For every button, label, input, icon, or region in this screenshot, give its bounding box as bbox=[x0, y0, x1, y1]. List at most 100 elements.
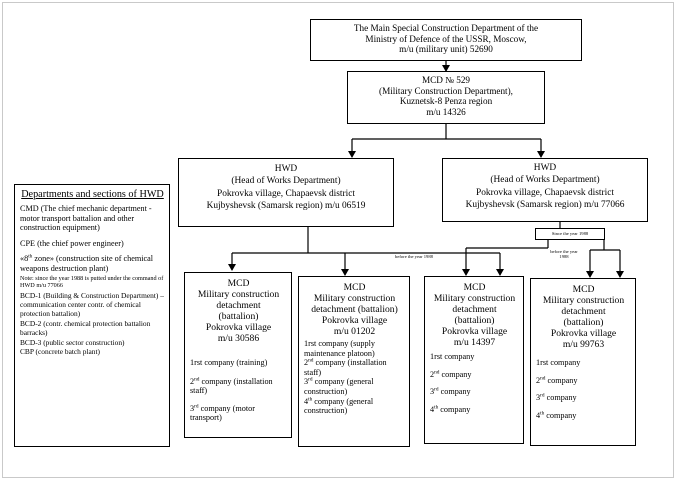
mcd3-company-3-text: company bbox=[438, 387, 471, 397]
mcd4-line-5: m/u 99763 bbox=[562, 339, 605, 350]
mcd4-line-1: Military construction bbox=[542, 295, 625, 306]
mcd3-company-4: 4th company bbox=[430, 404, 519, 415]
hwd-right-box: HWD (Head of Works Department) Pokrovka … bbox=[442, 158, 648, 222]
mcd3-company-4-text: company bbox=[438, 404, 471, 414]
mcd1-company-3-text: company (motor transport) bbox=[190, 403, 255, 423]
departments-bcd3: BCD-3 (public sector construction) bbox=[20, 337, 125, 347]
mcd4-line-3: (battalion) bbox=[563, 317, 604, 328]
image-frame bbox=[2, 2, 674, 478]
mcd-box-14397: MCD Military construction detachment (ba… bbox=[424, 276, 524, 444]
departments-zone-sup: th bbox=[28, 253, 33, 260]
mcd2-company-3: 3rd company (general construction) bbox=[304, 377, 405, 396]
mcd1-line-2: detachment bbox=[216, 300, 261, 311]
departments-cpe: CPE (the chief power engineer) bbox=[20, 238, 124, 248]
main-department-line-2: Ministry of Defence of the USSR, Moscow, bbox=[365, 33, 527, 44]
departments-box: Departments and sections of HWD CMD (The… bbox=[14, 184, 170, 447]
label-since-1988: Since the year 1988 bbox=[535, 228, 605, 240]
departments-cmd: CMD (The chief mechanic department - mot… bbox=[20, 204, 152, 233]
mcd529-line-2: (Military Construction Department), bbox=[379, 85, 513, 96]
mcd3-company-3: 3rd company bbox=[430, 387, 519, 397]
mcd4-company-4-num: 4 bbox=[536, 410, 541, 420]
hwd-left-line-2: (Head of Works Department) bbox=[231, 176, 341, 187]
mcd1-company-1-text: 1rst company (training) bbox=[190, 358, 268, 367]
mcd2-line-1: Military construction bbox=[313, 293, 396, 304]
mcd2-line-2: detachment (battalion) bbox=[311, 304, 398, 315]
mcd4-company-1: 1rst company bbox=[536, 358, 631, 368]
mcd1-line-4: Pokrovka village bbox=[205, 322, 272, 333]
hwd-right-line-1: HWD bbox=[533, 163, 557, 173]
mcd2-company-2-text: company (installation staff) bbox=[304, 358, 387, 377]
mcd4-company-4-text: company bbox=[544, 410, 577, 420]
mcd4-company-4: 4th company bbox=[536, 410, 631, 421]
mcd1-company-2: 2nd company (installation staff) bbox=[190, 376, 287, 396]
mcd3-company-2-num: 2 bbox=[430, 369, 435, 379]
main-department-line-3: m/u (military unit) 52690 bbox=[399, 44, 493, 55]
hwd-right-line-3: Pokrovka village, Chapaevsk district bbox=[476, 187, 614, 198]
departments-zone: «8th zone» (construction site of chemica… bbox=[20, 254, 165, 273]
mcd3-company-2-sup: nd bbox=[434, 368, 440, 375]
mcd2-company-2: 2nd company (installation staff) bbox=[304, 358, 405, 377]
mcd4-company-3-num: 3 bbox=[536, 393, 541, 403]
mcd4-company-3: 3rd company bbox=[536, 393, 631, 403]
mcd-box-30586: MCD Military construction detachment (ba… bbox=[184, 272, 292, 438]
mcd2-company-3-sup: rd bbox=[308, 376, 313, 383]
main-department-box: The Main Special Construction Department… bbox=[310, 19, 582, 61]
label-before-1988-right: before the year 1988 bbox=[550, 249, 578, 260]
mcd2-company-4: 4th company (general construction) bbox=[304, 396, 405, 416]
mcd3-company-4-sup: th bbox=[434, 404, 439, 411]
label-before-1988-left: before the year 1988 bbox=[395, 254, 433, 259]
mcd2-company-1-text: 1rst company (supply maintenance platoon… bbox=[304, 339, 375, 358]
mcd529-line-4: m/u 14326 bbox=[426, 106, 466, 117]
mcd3-company-4-num: 4 bbox=[430, 404, 435, 414]
mcd2-company-2-num: 2 bbox=[304, 358, 309, 368]
departments-cbp: CBP (concrete batch plant) bbox=[20, 346, 100, 356]
mcd4-title: MCD bbox=[572, 284, 595, 295]
mcd1-line-5: m/u 30586 bbox=[217, 333, 260, 344]
mcd-box-99763: MCD Military construction detachment (ba… bbox=[530, 278, 636, 446]
mcd1-company-1: 1rst company (training) bbox=[190, 358, 287, 368]
mcd3-company-2: 2nd company bbox=[430, 368, 519, 380]
mcd4-company-3-sup: rd bbox=[540, 392, 545, 399]
mcd2-company-4-num: 4 bbox=[304, 396, 309, 406]
mcd529-box: MCD № 529 (Military Construction Departm… bbox=[347, 71, 545, 124]
departments-zone-rest: zone» (construction site of chemical wea… bbox=[20, 254, 154, 273]
hwd-left-line-3: Pokrovka village, Chapaevsk district bbox=[217, 188, 355, 199]
mcd3-line-1: Military construction bbox=[433, 293, 516, 304]
mcd3-title: MCD bbox=[463, 282, 486, 293]
mcd4-company-2-text: company bbox=[545, 375, 578, 385]
mcd4-company-1-text: 1rst company bbox=[536, 358, 581, 367]
mcd1-company-2-text: company (installation staff) bbox=[190, 376, 273, 396]
mcd3-line-4: Pokrovka village bbox=[441, 326, 508, 337]
mcd4-company-2-sup: nd bbox=[540, 374, 546, 381]
mcd2-title: MCD bbox=[343, 282, 366, 293]
mcd4-line-4: Pokrovka village bbox=[550, 328, 617, 339]
mcd2-company-3-num: 3 bbox=[304, 377, 309, 387]
mcd3-line-3: (battalion) bbox=[454, 315, 495, 326]
hwd-left-line-4: Kujbyshevsk (Samarsk region) m/u 06519 bbox=[206, 201, 366, 212]
mcd4-company-2-num: 2 bbox=[536, 375, 541, 385]
mcd1-company-2-num: 2 bbox=[190, 376, 195, 386]
mcd529-line-1: MCD № 529 bbox=[421, 75, 471, 85]
main-department-line-1: The Main Special Construction Department… bbox=[353, 23, 539, 33]
mcd1-line-3: (battalion) bbox=[218, 311, 259, 322]
mcd1-company-3-sup: rd bbox=[194, 403, 199, 410]
mcd3-company-2-text: company bbox=[439, 369, 472, 379]
mcd529-line-3: Kuznetsk-8 Penza region bbox=[399, 96, 493, 107]
mcd3-company-3-sup: rd bbox=[434, 386, 439, 393]
mcd2-company-4-text: company (general construction) bbox=[304, 396, 374, 416]
mcd1-line-1: Military construction bbox=[197, 289, 280, 300]
mcd2-line-3: Pokrovka village bbox=[321, 315, 388, 326]
mcd3-company-3-num: 3 bbox=[430, 387, 435, 397]
mcd3-company-1-text: 1rst company bbox=[430, 352, 475, 361]
departments-title: Departments and sections of HWD bbox=[21, 189, 164, 200]
hwd-left-line-1: HWD bbox=[274, 164, 298, 174]
hwd-left-box: HWD (Head of Works Department) Pokrovka … bbox=[178, 158, 394, 227]
hwd-right-line-4: Kujbyshevsk (Samarsk region) m/u 77066 bbox=[465, 200, 625, 211]
mcd-box-01202: MCD Military construction detachment (ba… bbox=[298, 276, 410, 447]
mcd3-line-2: detachment bbox=[452, 304, 497, 315]
mcd1-company-3-num: 3 bbox=[190, 403, 195, 413]
departments-zone-prefix: «8 bbox=[20, 254, 29, 264]
mcd1-title: MCD bbox=[227, 278, 250, 289]
mcd2-company-1: 1rst company (supply maintenance platoon… bbox=[304, 339, 405, 358]
